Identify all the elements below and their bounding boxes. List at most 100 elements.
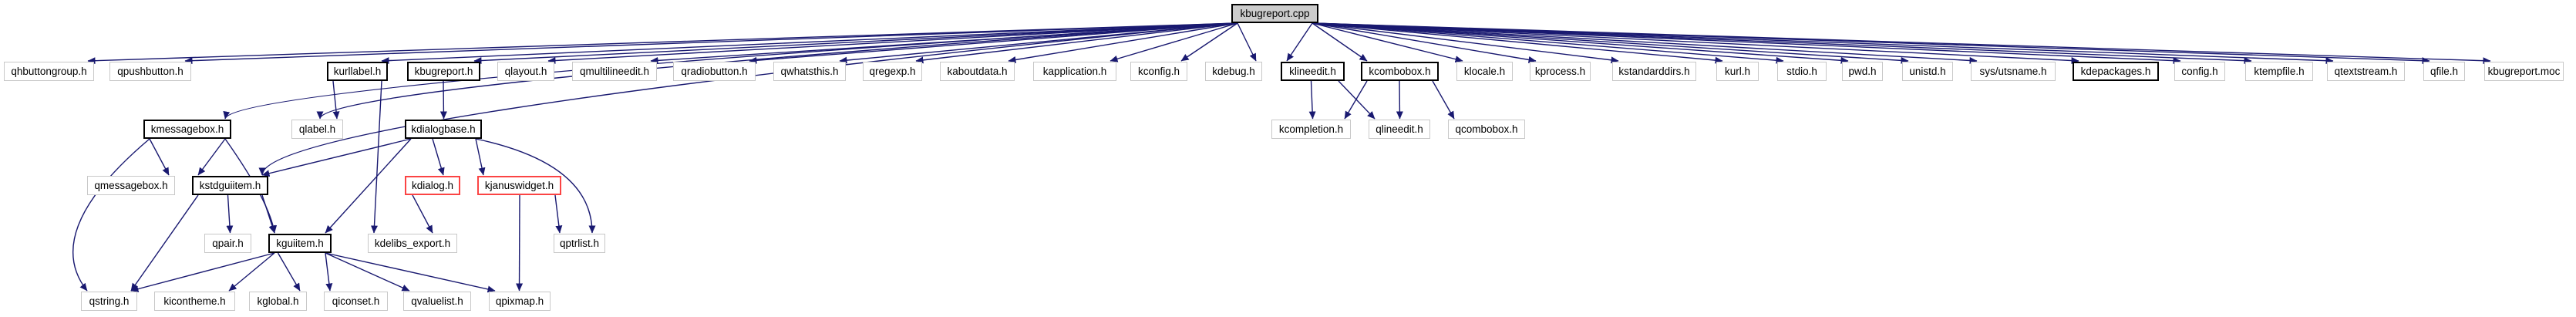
- node-kdebug_h: kdebug.h: [1205, 62, 1262, 81]
- node-label: kjanuswidget.h: [484, 180, 554, 191]
- edge-kdialog_h-to-kdelibs_export_h: [412, 194, 433, 234]
- node-label: unistd.h: [1909, 66, 1946, 77]
- node-qptrlist_h: qptrlist.h: [554, 234, 605, 253]
- node-label: kurl.h: [1724, 66, 1750, 77]
- node-label: qlayout.h: [504, 66, 547, 77]
- edge-kstdguiitem_h-to-qpair_h: [226, 194, 234, 234]
- edge-kbugreport_cpp-to-unistd_h: [1312, 22, 1909, 64]
- node-kurllabel_h[interactable]: kurllabel.h: [327, 62, 388, 81]
- node-kbugreport_h[interactable]: kbugreport.h: [407, 62, 480, 81]
- node-qhbuttongroup_h: qhbuttongroup.h: [4, 62, 94, 81]
- edge-kguiitem_h-to-qiconset_h: [325, 252, 333, 292]
- edge-kcombobox_h-to-qcombobox_h: [1432, 80, 1455, 120]
- edge-kdialogbase_h-to-kstdguiitem_h: [261, 138, 412, 177]
- node-kstandarddirs_h: kstandarddirs.h: [1612, 62, 1696, 81]
- edge-kbugreport_cpp-to-qtextstream_h: [1312, 22, 2334, 65]
- edge-kbugreport_cpp-to-kcombobox_h: [1312, 22, 1368, 62]
- edge-kbugreport_cpp-to-qhbuttongroup_h: [87, 22, 1238, 65]
- edge-kdialogbase_h-to-qptrlist_h: [475, 138, 596, 234]
- node-label: stdio.h: [1786, 66, 1817, 77]
- node-kdialog_h[interactable]: kdialog.h: [405, 176, 460, 195]
- edge-kcombobox_h-to-kcompletion_h: [1344, 80, 1368, 120]
- node-pwd_h: pwd.h: [1842, 62, 1883, 81]
- node-ktempfile_h: ktempfile.h: [2245, 62, 2313, 81]
- node-config_h: config.h: [2174, 62, 2225, 81]
- edge-kbugreport_h-to-kdialogbase_h: [439, 80, 447, 120]
- edge-kbugreport_cpp-to-pwd_h: [1312, 22, 1849, 64]
- node-qpixmap_h: qpixmap.h: [489, 292, 551, 311]
- node-kstdguiitem_h[interactable]: kstdguiitem.h: [192, 176, 268, 195]
- edge-kbugreport_cpp-to-kbugreport_moc: [1312, 22, 2491, 65]
- node-qwhatsthis_h: qwhatsthis.h: [773, 62, 846, 81]
- edge-kbugreport_cpp-to-qregexp_h: [915, 22, 1238, 64]
- node-qregexp_h: qregexp.h: [863, 62, 922, 81]
- node-qcombobox_h: qcombobox.h: [1448, 120, 1525, 139]
- node-kguiitem_h[interactable]: kguiitem.h: [268, 234, 332, 253]
- node-qradiobutton_h: qradiobutton.h: [673, 62, 756, 81]
- node-label: qmultilineedit.h: [579, 66, 650, 77]
- node-label: qptrlist.h: [559, 238, 600, 249]
- node-label: kdelibs_export.h: [374, 238, 451, 249]
- node-kglobal_h: kglobal.h: [249, 292, 307, 311]
- node-qvaluelist_h: qvaluelist.h: [403, 292, 471, 311]
- node-label: qlineedit.h: [1376, 123, 1423, 135]
- node-klineedit_h[interactable]: klineedit.h: [1281, 62, 1345, 81]
- edge-kguiitem_h-to-qvaluelist_h: [325, 252, 410, 292]
- node-label: kmessagebox.h: [150, 123, 224, 135]
- edge-klineedit_h-to-qlineedit_h: [1338, 80, 1376, 120]
- edge-kbugreport_cpp-to-qpushbutton_h: [184, 22, 1238, 65]
- node-kmessagebox_h[interactable]: kmessagebox.h: [143, 120, 231, 139]
- node-label: qfile.h: [2430, 66, 2459, 77]
- node-label: kconfig.h: [1137, 66, 1180, 77]
- node-qfile_h: qfile.h: [2423, 62, 2465, 81]
- node-kapplication_h: kapplication.h: [1033, 62, 1116, 81]
- node-label: kbugreport.h: [414, 66, 473, 77]
- node-kcombobox_h[interactable]: kcombobox.h: [1361, 62, 1439, 81]
- node-label: kbugreport.cpp: [1240, 8, 1310, 19]
- node-label: kglobal.h: [257, 295, 299, 307]
- node-label: qvaluelist.h: [411, 295, 463, 307]
- node-qiconset_h: qiconset.h: [324, 292, 388, 311]
- node-kdialogbase_h[interactable]: kdialogbase.h: [405, 120, 482, 139]
- node-label: qwhatsthis.h: [780, 66, 839, 77]
- node-label: qlabel.h: [298, 123, 336, 135]
- node-label: klocale.h: [1463, 66, 1506, 77]
- edge-kguiitem_h-to-kglobal_h: [277, 252, 301, 292]
- node-label: kapplication.h: [1042, 66, 1107, 77]
- edge-kstdguiitem_h-to-kguiitem_h: [261, 194, 276, 234]
- node-sys_utsname_h: sys/utsname.h: [1971, 62, 2056, 81]
- node-kjanuswidget_h[interactable]: kjanuswidget.h: [477, 176, 561, 195]
- node-label: kcompletion.h: [1278, 123, 1344, 135]
- edge-kbugreport_cpp-to-klineedit_h: [1286, 22, 1313, 62]
- node-label: kaboutdata.h: [947, 66, 1008, 77]
- edge-kmessagebox_h-to-qstring_h: [72, 138, 150, 292]
- node-qmessagebox_h: qmessagebox.h: [87, 176, 175, 195]
- node-label: kdepackages.h: [2080, 66, 2151, 77]
- edge-kbugreport_cpp-to-kstandarddirs_h: [1312, 22, 1619, 64]
- edge-kcombobox_h-to-qlineedit_h: [1396, 80, 1403, 120]
- edge-kdialogbase_h-to-kjanuswidget_h: [475, 138, 486, 176]
- edge-kbugreport_cpp-to-qlayout_h: [547, 22, 1238, 64]
- edge-kbugreport_cpp-to-stdio_h: [1312, 22, 1784, 64]
- edge-kbugreport_cpp-to-kstdguiitem_h: [258, 22, 1238, 176]
- edge-kbugreport_cpp-to-kbugreport_h: [473, 22, 1238, 65]
- edge-kdialogbase_h-to-kguiitem_h: [325, 138, 412, 234]
- node-label: kdebug.h: [1212, 66, 1255, 77]
- node-kicontheme_h: kicontheme.h: [154, 292, 235, 311]
- node-label: qmessagebox.h: [94, 180, 168, 191]
- node-label: sys/utsname.h: [1979, 66, 2047, 77]
- node-kcompletion_h: kcompletion.h: [1271, 120, 1351, 139]
- edge-klineedit_h-to-kcompletion_h: [1308, 80, 1316, 120]
- edge-kbugreport_cpp-to-kprocess_h: [1312, 22, 1537, 63]
- node-kdepackages_h[interactable]: kdepackages.h: [2073, 62, 2159, 81]
- node-qtextstream_h: qtextstream.h: [2327, 62, 2405, 81]
- node-label: kstandarddirs.h: [1618, 66, 1690, 77]
- node-label: pwd.h: [1848, 66, 1877, 77]
- edge-kbugreport_cpp-to-kdepackages_h: [1312, 22, 2079, 65]
- node-klocale_h: klocale.h: [1456, 62, 1513, 81]
- edge-kbugreport_cpp-to-sys_utsname_h: [1312, 22, 1978, 64]
- edge-kbugreport_cpp-to-klocale_h: [1312, 22, 1463, 63]
- node-kaboutdata_h: kaboutdata.h: [940, 62, 1015, 81]
